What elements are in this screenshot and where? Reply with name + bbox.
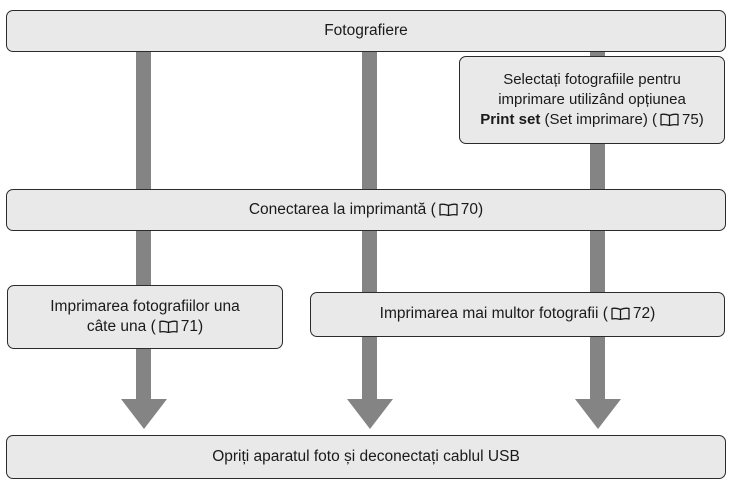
print-set-line1: Selectați fotografiile pentru — [503, 71, 681, 89]
print-set-menu-translation: (Set imprimare) ( — [540, 110, 657, 128]
multiple-close: ) — [650, 305, 656, 323]
print-set-menu-name: Print set — [480, 110, 541, 128]
box-connect-printer: Conectarea la imprimantă ( 70) — [6, 189, 726, 231]
connect-page-ref: 70 — [460, 200, 479, 218]
single-page-ref: 71 — [180, 318, 198, 335]
arrow-head-left — [121, 399, 167, 429]
print-set-page-ref: 75 — [682, 110, 699, 128]
box-print-set: Selectați fotografiile pentru imprimare … — [459, 56, 725, 144]
arrow-head-right — [575, 399, 621, 429]
box-finish-label: Opriți aparatul foto și deconectați cabl… — [212, 447, 520, 465]
book-icon — [439, 203, 458, 216]
box-finish: Opriți aparatul foto și deconectați cabl… — [6, 435, 726, 479]
box-shooting: Fotografiere — [6, 10, 726, 52]
print-set-close: ) — [698, 110, 704, 128]
connect-close: ) — [478, 200, 484, 218]
single-line2: câte una ( — [86, 318, 156, 335]
box-print-single: Imprimarea fotografiilor una câte una ( 7… — [7, 285, 283, 349]
print-set-line2: imprimare utilizând opțiunea — [498, 91, 686, 109]
connect-label: Conectarea la imprimantă ( — [248, 200, 436, 218]
multiple-page-ref: 72 — [632, 305, 651, 323]
arrow-head-middle — [347, 399, 393, 429]
book-icon — [660, 113, 679, 126]
book-icon — [611, 307, 630, 321]
book-icon — [159, 320, 178, 333]
single-close: ) — [198, 318, 204, 335]
single-line1: Imprimarea fotografiilor una — [50, 297, 240, 315]
box-shooting-label: Fotografiere — [324, 21, 408, 39]
box-print-multiple: Imprimarea mai multor fotografii ( 72) — [310, 292, 725, 337]
multiple-label: Imprimarea mai multor fotografii ( — [379, 305, 608, 323]
